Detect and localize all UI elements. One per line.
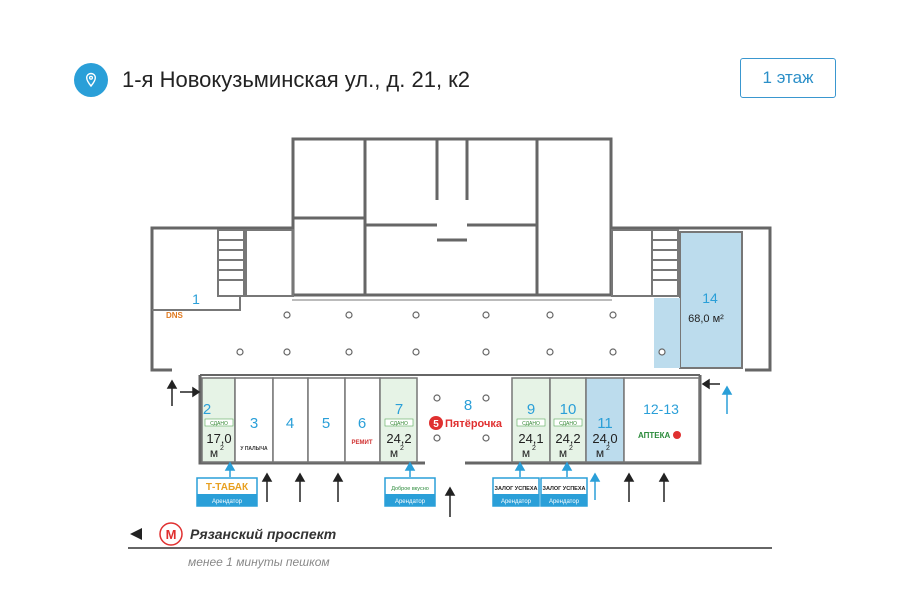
svg-text:2: 2 <box>220 445 224 452</box>
unit-11-area[interactable] <box>585 377 625 463</box>
rented-badges: СДАНО СДАНО СДАНО СДАНО <box>204 418 583 427</box>
tenant-tags: Т-ТАБАК Арендатор Доброе вкусно Арендато… <box>196 477 588 507</box>
unit-2-status: СДАНО <box>210 421 228 427</box>
zalog-tag-1: ЗАЛОГ УСПЕХА <box>495 486 538 492</box>
main-walls <box>150 226 772 465</box>
unit-11-number: 11 <box>597 415 613 432</box>
t-tabak-tag: Т-ТАБАК <box>206 482 249 493</box>
walk-time: менее 1 минуты пешком <box>188 555 330 569</box>
metro-icon <box>159 522 183 546</box>
unit-6-area[interactable] <box>344 377 381 463</box>
unit-6-number: 6 <box>358 415 366 432</box>
unit-7-area-unit: м <box>390 446 398 460</box>
unit-1-number: 1 <box>192 291 200 307</box>
svg-text:М: М <box>166 527 177 542</box>
unit-9-area-unit: м <box>522 446 530 460</box>
unit-4-number: 4 <box>286 415 294 432</box>
svg-text:Арендатор: Арендатор <box>212 499 243 505</box>
address-header: 1-я Новокузьминская ул., д. 21, к2 <box>74 60 470 100</box>
upper-block-walls <box>291 137 613 297</box>
u-palycha-logo: У ПАЛЫЧА <box>240 446 268 452</box>
unit-14-size: 68,0 м² <box>688 313 724 325</box>
unit-11-area-value: 24,0 <box>592 431 617 446</box>
svg-text:Арендатор: Арендатор <box>549 499 580 505</box>
blue-arrows <box>224 385 733 500</box>
dns-logo: DNS <box>166 311 184 320</box>
street-name: Рязанский проспект <box>190 526 336 542</box>
dobry-tag: Доброе вкусно <box>391 486 429 492</box>
unit-areas: 17,0 м 2 24,2 м 2 24,1 м 2 24,2 м 2 24,0… <box>206 431 617 460</box>
unit-9-number: 9 <box>527 401 535 418</box>
svg-text:2: 2 <box>400 445 404 452</box>
remit-logo: РЕМИТ <box>352 440 373 446</box>
unit-10-area-unit: м <box>559 446 567 460</box>
address-text: 1-я Новокузьминская ул., д. 21, к2 <box>122 67 471 92</box>
unit-5-area[interactable] <box>307 377 346 463</box>
unit-14-number: 14 <box>702 290 718 306</box>
svg-text:5: 5 <box>433 419 439 430</box>
unit-12-13-number: 12-13 <box>643 401 679 417</box>
svg-text:Арендатор: Арендатор <box>395 499 426 505</box>
unit-2-number: 2 <box>203 401 211 418</box>
apteka-logo: АПТЕКА <box>638 431 671 440</box>
unit-2-area-value: 17,0 <box>206 431 231 446</box>
unit-12-13-area[interactable] <box>623 377 700 463</box>
unit-10-number: 10 <box>560 401 577 418</box>
unit-8-number: 8 <box>464 397 472 414</box>
apteka-icon <box>673 431 681 439</box>
pyaterochka-icon <box>429 416 443 430</box>
svg-text:Арендатор: Арендатор <box>501 499 532 505</box>
svg-text:2: 2 <box>569 445 573 452</box>
unit-9-area-value: 24,1 <box>518 431 543 446</box>
svg-text:2: 2 <box>532 445 536 452</box>
unit-3-area[interactable] <box>234 377 274 463</box>
unit-7-number: 7 <box>395 401 403 418</box>
unit-14-area[interactable] <box>679 231 743 369</box>
unit-7-status: СДАНО <box>390 421 408 427</box>
unit-5-number: 5 <box>322 415 330 432</box>
columns <box>236 311 666 442</box>
left-arrow-icon <box>130 528 142 540</box>
zalog-tag-2: ЗАЛОГ УСПЕХА <box>543 486 586 492</box>
unit-3-number: 3 <box>250 415 258 432</box>
unit-11-area-unit: м <box>596 446 604 460</box>
location-pin-icon <box>74 63 108 97</box>
unit-9-status: СДАНО <box>522 421 540 427</box>
stairwells <box>217 229 679 301</box>
unit-2-area-unit: м <box>210 446 218 460</box>
unit-4-area[interactable] <box>272 377 309 463</box>
floor-selector-button[interactable]: 1 этаж <box>740 58 836 98</box>
entrance-arrows <box>166 378 720 517</box>
unit-10-area-value: 24,2 <box>555 431 580 446</box>
pyaterochka-logo: Пятёрочка <box>445 418 503 430</box>
street-footer: М Рязанский проспект менее 1 минуты пешк… <box>128 522 772 569</box>
svg-text:2: 2 <box>606 445 610 452</box>
unit-7-area-value: 24,2 <box>386 431 411 446</box>
unit-10-status: СДАНО <box>559 421 577 427</box>
